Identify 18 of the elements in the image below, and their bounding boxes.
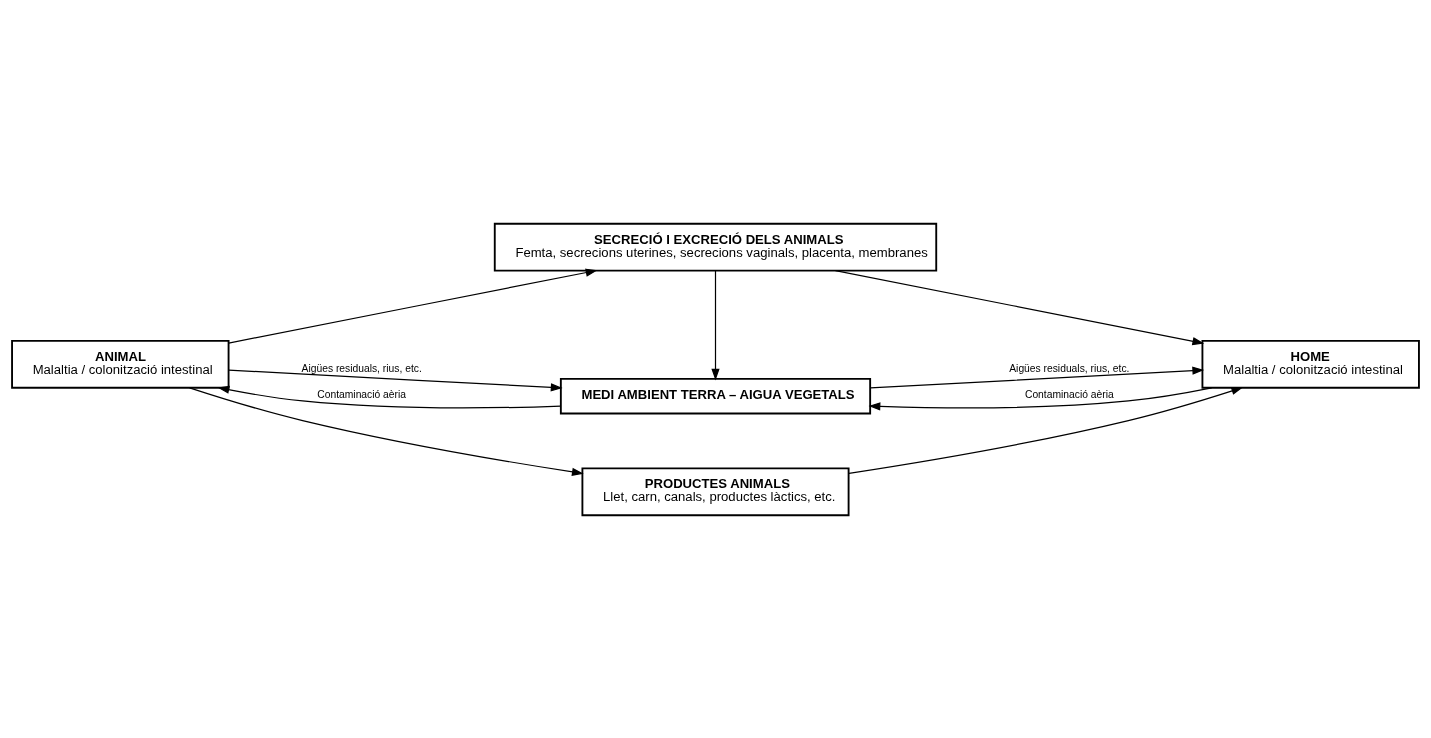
arrow — [834, 269, 1205, 345]
node-box: SECRECIÓ I EXCRECIÓ DELS ANIMALS Femta, secrecions uterines, secrecions vaginals, placenta, membranes — [493, 222, 938, 272]
node-box: MEDI AMBIENT TERRA – AIGUA VEGETALS — [559, 377, 872, 414]
arrow — [868, 386, 1213, 411]
arrow — [188, 386, 584, 476]
edge-label: Contaminació aèria — [317, 388, 407, 400]
arrow — [711, 269, 720, 381]
node-box: HOME Malaltia / colonització intestinal — [1201, 339, 1420, 389]
arrow — [228, 268, 598, 344]
node-box: PRODUCTES ANIMALS Llet, carn, canals, productes làctics, etc. — [581, 466, 850, 516]
arrow — [217, 385, 562, 409]
edge-label: Aigües residuals, rius, etc. — [301, 362, 422, 374]
arrow — [869, 366, 1205, 389]
edge-label: Contaminació aèria — [1024, 388, 1114, 400]
arrow — [848, 386, 1244, 474]
edge-label: Aigües residuals, rius, etc. — [1009, 362, 1130, 374]
arrow — [228, 369, 563, 392]
node-box: ANIMAL Malaltia / colonització intestinal — [11, 339, 230, 389]
